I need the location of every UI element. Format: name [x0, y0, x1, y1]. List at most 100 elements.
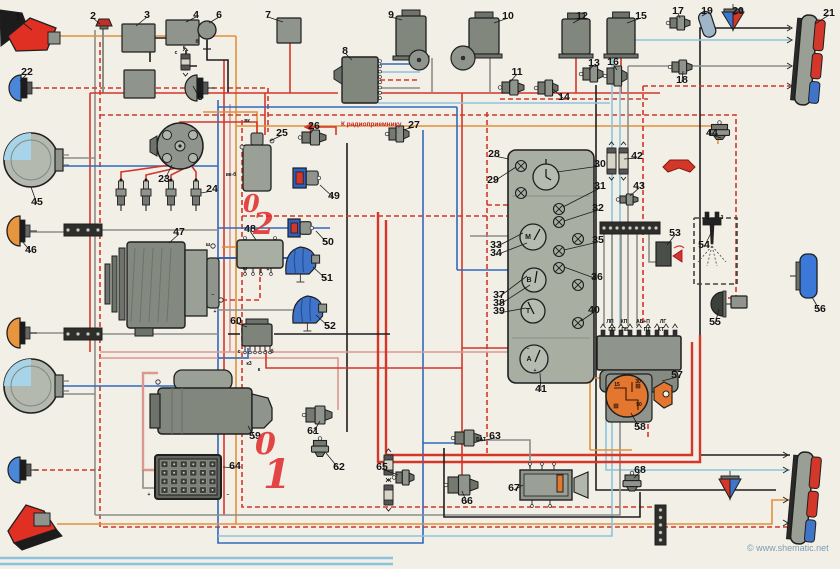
- rect: [190, 188, 202, 197]
- component-strip: [599, 221, 661, 235]
- path: [300, 297, 304, 323]
- terminal-label: вк-б: [226, 171, 236, 178]
- polyline: [636, 323, 642, 329]
- line: [629, 187, 640, 197]
- component-starter: [149, 369, 273, 435]
- handwritten-mark-0: 0: [243, 189, 260, 218]
- polygon: [621, 69, 628, 83]
- circle: [10, 365, 52, 407]
- component-circleBtn: [197, 20, 217, 50]
- line: [92, 17, 101, 25]
- rect: [118, 180, 124, 190]
- rect: [242, 144, 272, 192]
- circle: [658, 530, 663, 535]
- circle: [239, 144, 245, 150]
- polygon: [251, 393, 273, 429]
- part-label-41: 41: [535, 383, 547, 395]
- circle: [552, 462, 556, 466]
- rect: [606, 168, 617, 175]
- rect: [468, 17, 500, 55]
- rect: [118, 247, 126, 321]
- rect: [341, 56, 379, 104]
- rect: [501, 81, 511, 94]
- polygon: [408, 472, 415, 483]
- circle: [297, 135, 303, 140]
- line: [513, 484, 524, 491]
- line: [573, 318, 583, 328]
- rect: [63, 327, 103, 341]
- circle: [519, 344, 549, 374]
- rect: [115, 188, 127, 197]
- polyline: [618, 323, 624, 329]
- line: [533, 228, 541, 241]
- component-sw: [297, 129, 327, 146]
- part-label-27: 27: [408, 119, 420, 131]
- circle: [268, 350, 272, 355]
- rect: [383, 499, 394, 506]
- line: [714, 308, 720, 325]
- circle: [197, 20, 217, 40]
- part-label-28: 28: [488, 148, 500, 160]
- polyline: [782, 451, 789, 459]
- polyline: [782, 466, 789, 474]
- part-label-38: 38: [493, 297, 505, 309]
- component-visor: [697, 10, 717, 38]
- terminal-label: к: [258, 367, 261, 373]
- circle: [66, 228, 70, 232]
- handwritten-mark-1: 1: [263, 451, 291, 498]
- line: [139, 247, 145, 323]
- line: [17, 18, 33, 31]
- polygon: [597, 68, 604, 80]
- component-wswitch: [333, 56, 382, 104]
- rect: [236, 239, 284, 269]
- text: А: [526, 356, 531, 363]
- wires-layer: [0, 20, 790, 566]
- rect: [63, 223, 103, 237]
- component-fuse: [383, 478, 394, 512]
- line: [135, 16, 148, 27]
- component-arrowL: [303, 122, 313, 132]
- component-motor: [558, 12, 594, 59]
- line: [509, 73, 518, 83]
- component-sw: [578, 65, 604, 83]
- circle: [641, 226, 645, 230]
- to-radio-annotation: К радиоприемнику: [341, 121, 402, 128]
- part-label-33: 33: [490, 239, 502, 251]
- rect: [676, 15, 686, 31]
- circle: [602, 226, 606, 230]
- circle: [378, 80, 382, 84]
- rect: [672, 329, 678, 337]
- polyline: [782, 519, 789, 527]
- component-plugs: [115, 178, 202, 211]
- rect: [654, 329, 660, 337]
- line: [495, 242, 528, 256]
- rect: [795, 261, 801, 291]
- component-sw: [622, 470, 642, 492]
- component-mast: [95, 18, 113, 30]
- wire-pink: [100, 357, 339, 410]
- rect: [173, 369, 233, 391]
- circle: [443, 482, 449, 488]
- circle: [391, 475, 397, 480]
- line: [666, 234, 676, 246]
- line: [30, 186, 38, 205]
- wire-red: [312, 126, 337, 135]
- polygon: [573, 471, 589, 499]
- part-label-15: 15: [635, 10, 647, 22]
- circle: [578, 71, 584, 77]
- rect: [600, 329, 606, 337]
- line: [267, 16, 284, 23]
- line: [554, 246, 564, 256]
- terminal-label: 15: [614, 382, 620, 388]
- path: [6, 215, 21, 247]
- line: [572, 17, 583, 24]
- rect: [206, 257, 220, 309]
- circle: [201, 489, 204, 491]
- rect: [808, 456, 822, 489]
- line: [701, 12, 708, 17]
- circle: [621, 226, 626, 230]
- part-label-22: 22: [21, 66, 33, 78]
- line: [697, 245, 713, 263]
- wire-pink: [141, 371, 158, 472]
